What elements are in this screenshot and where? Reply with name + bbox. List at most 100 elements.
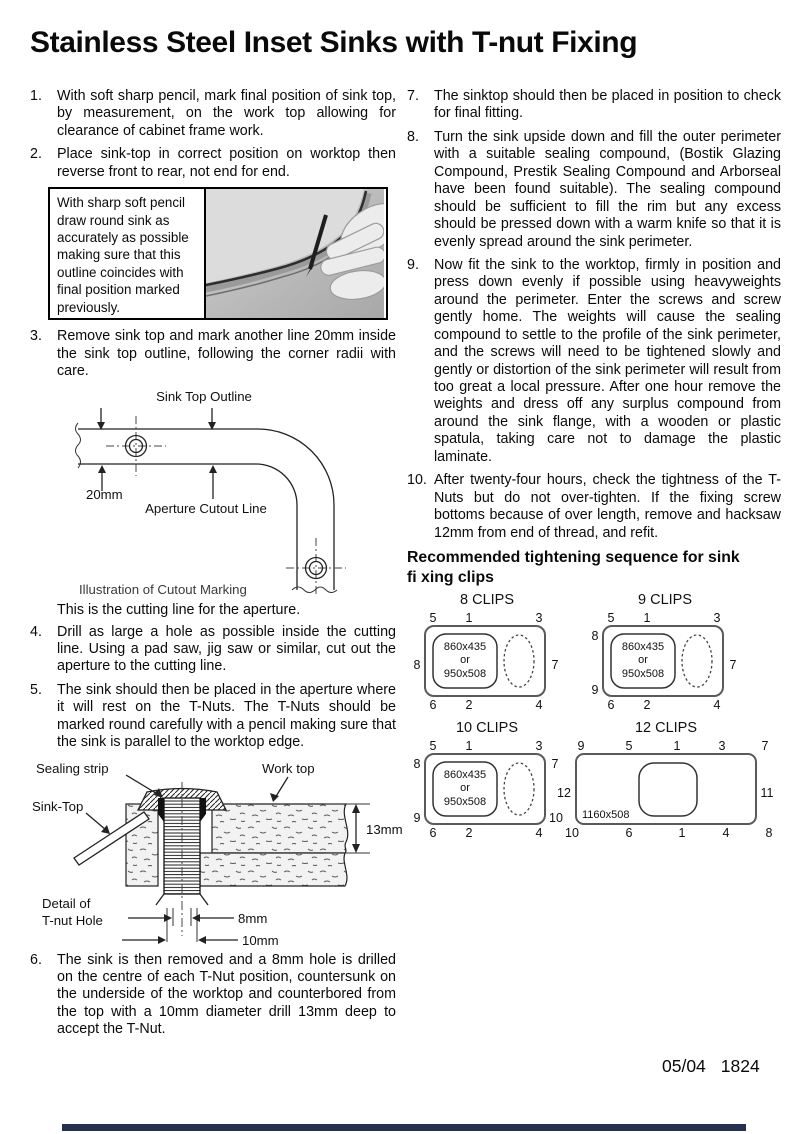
dim-10mm-label: 10mm [242, 933, 279, 948]
step-text: After twenty-four hours, check the tight… [434, 472, 781, 541]
cutout-marking-diagram: Sink Top Outline 20mm Aperture Cutout Li… [75, 389, 346, 597]
clip-number: 2 [466, 826, 473, 840]
clip-number: 8 [414, 757, 421, 771]
pencil-photo-image [206, 189, 386, 319]
step-text: Now fit the sink to the worktop, firmly … [434, 256, 781, 465]
dim-20mm-label: 20mm [86, 487, 123, 502]
footer-code: 1824 [720, 1056, 760, 1076]
clips-diagram-10: 10 CLIPS 860x435 or 950x508 5 1 3 8 9 7 … [414, 720, 563, 840]
clip-number: 12 [557, 786, 571, 800]
clip-number: 1 [679, 826, 686, 840]
tnut-section-diagram: Sealing strip Work top Sink-Top 13mm Det… [32, 761, 403, 948]
sink-size-label: or [638, 654, 648, 666]
clip-number: 4 [714, 698, 721, 712]
step-text: Turn the sink upside down and fill the o… [434, 128, 781, 250]
step-6: 6. The sink is then removed and a 8mm ho… [30, 952, 396, 1039]
bottom-rule [62, 1124, 746, 1131]
dim-13mm-label: 13mm [366, 822, 403, 837]
heading-line-1: Recommended tightening sequence for sink [407, 548, 740, 566]
clip-number: 2 [644, 698, 651, 712]
step-number: 5. [30, 681, 42, 698]
clip-number: 1 [674, 739, 681, 753]
cutout-caption: Illustration of Cutout Marking [79, 582, 247, 597]
clip-number: 9 [578, 739, 585, 753]
footer-date: 05/04 [662, 1056, 706, 1076]
sink-size-label: 860x435 [444, 769, 486, 781]
clip-number: 6 [430, 826, 437, 840]
clip-number: 10 [565, 826, 579, 840]
clip-number: 4 [536, 826, 543, 840]
clip-number: 5 [430, 611, 437, 625]
clip-number: 2 [466, 698, 473, 712]
tightening-sequence-heading: Recommended tightening sequence for sink… [407, 548, 781, 587]
aperture-cutout-label: Aperture Cutout Line [145, 501, 267, 516]
clip-number: 7 [762, 739, 769, 753]
sink-size-label: 950x508 [444, 668, 486, 680]
clips-diagram-12: 12 CLIPS 1160x508 9 5 1 3 7 12 11 10 6 1… [557, 720, 773, 840]
step-text: Place sink-top in correct position on wo… [57, 146, 396, 180]
step-number: 9. [407, 256, 419, 273]
clips-9-title: 9 CLIPS [638, 592, 692, 608]
step-text: Remove sink top and mark another line 20… [57, 328, 396, 380]
clip-number: 1 [466, 739, 473, 753]
clip-number: 6 [430, 698, 437, 712]
sealing-strip-label: Sealing strip [36, 761, 109, 776]
clip-number: 4 [723, 826, 730, 840]
sink-size-label: 860x435 [444, 641, 486, 653]
step-text: The sinktop should then be placed in pos… [434, 88, 781, 122]
step-number: 10. [407, 472, 427, 489]
page-footer: 05/04 1824 [662, 1056, 760, 1077]
sink-top-label: Sink-Top [32, 799, 83, 814]
step-7: 7. The sinktop should then be placed in … [407, 88, 781, 123]
sink-size-label: or [460, 654, 470, 666]
dim-8mm-label: 8mm [238, 911, 267, 926]
step-text: With soft sharp pencil, mark final posit… [57, 88, 396, 139]
sink-size-label: 950x508 [444, 796, 486, 808]
right-column: 7. The sinktop should then be placed in … [407, 88, 781, 842]
clips-row-2: 10 CLIPS 860x435 or 950x508 5 1 3 8 9 7 … [407, 718, 781, 842]
clip-number: 5 [608, 611, 615, 625]
pencil-note-box: With sharp soft pencil draw round sink a… [48, 187, 388, 321]
clip-number: 1 [466, 611, 473, 625]
pencil-photo [206, 189, 386, 319]
step-number: 4. [30, 623, 42, 640]
clip-number: 5 [430, 739, 437, 753]
clip-number: 10 [549, 811, 563, 825]
work-top-label: Work top [262, 761, 315, 776]
page-title: Stainless Steel Inset Sinks with T-nut F… [30, 26, 638, 59]
pencil-note-text: With sharp soft pencil draw round sink a… [50, 189, 206, 319]
clip-number: 1 [644, 611, 651, 625]
step-8: 8. Turn the sink upside down and fill th… [407, 129, 781, 251]
sink-size-label: 950x508 [622, 668, 664, 680]
clip-number: 8 [414, 658, 421, 672]
step-2: 2. Place sink-top in correct position on… [30, 146, 396, 181]
step-9: 9. Now fit the sink to the worktop, firm… [407, 257, 781, 466]
step-10: 10. After twenty-four hours, check the t… [407, 472, 781, 542]
clip-number: 3 [714, 611, 721, 625]
step-3: 3. Remove sink top and mark another line… [30, 328, 396, 380]
clip-number: 9 [414, 811, 421, 825]
detail-label-line2: T-nut Hole [42, 913, 103, 928]
sink-size-label: 1160x508 [582, 809, 630, 821]
sink-size-label: 860x435 [622, 641, 664, 653]
clips-row-1: 8 CLIPS 860x435 or 950x508 5 1 3 8 7 6 2… [407, 590, 781, 714]
clips-diagram-9: 9 CLIPS 860x435 or 950x508 5 1 3 8 9 7 6… [592, 592, 737, 712]
step-number: 3. [30, 328, 42, 345]
clips-diagram-8: 8 CLIPS 860x435 or 950x508 5 1 3 8 7 6 2… [414, 592, 559, 712]
step-text: The sink is then removed and a 8mm hole … [57, 951, 396, 1038]
clip-number: 9 [592, 683, 599, 697]
clip-number: 6 [626, 826, 633, 840]
clip-number: 7 [552, 757, 559, 771]
clip-number: 5 [626, 739, 633, 753]
step-text: The sink should then be placed in the ap… [57, 681, 396, 751]
clip-number: 8 [766, 826, 773, 840]
clip-number: 7 [730, 658, 737, 672]
step-number: 8. [407, 128, 419, 145]
heading-line-2: fi xing clips [407, 568, 494, 586]
clips-12-title: 12 CLIPS [635, 720, 697, 736]
step-text: Drill as large a hole as possible inside… [57, 623, 396, 675]
clip-number: 3 [536, 611, 543, 625]
clip-number: 8 [592, 629, 599, 643]
clips-8-title: 8 CLIPS [460, 592, 514, 608]
